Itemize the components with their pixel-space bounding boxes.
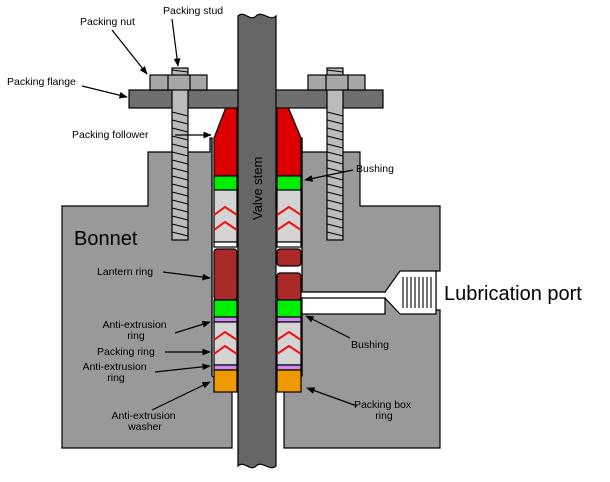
packing-stud-right bbox=[326, 67, 344, 241]
bushing-top-left bbox=[213, 175, 238, 191]
label-packing-ring: Packing ring bbox=[97, 346, 155, 358]
label-anti-extrusion-ring-1: Anti-extrusion ring bbox=[102, 319, 169, 342]
arrow-packing-box-ring bbox=[306, 387, 358, 407]
packing-box-ring-right bbox=[276, 369, 302, 393]
label-anti-extrusion-washer: Anti-extrusion washer bbox=[111, 410, 178, 433]
packing-stud-left bbox=[171, 67, 189, 241]
lantern-ring-right-bottom bbox=[276, 272, 302, 301]
arrow-packing-flange bbox=[81, 85, 128, 99]
arrow-anti-extrusion-ring-1 bbox=[174, 321, 211, 334]
bushing-top-right bbox=[276, 175, 302, 191]
packing-nut-left bbox=[149, 74, 208, 91]
label-bushing-top: Bushing bbox=[356, 163, 394, 175]
packing-stack-right bbox=[276, 101, 302, 393]
bushing-bottom-right bbox=[276, 299, 302, 318]
packing-box-ring-left bbox=[213, 369, 238, 393]
label-packing-follower: Packing follower bbox=[72, 129, 149, 141]
packing-follower-right bbox=[276, 101, 302, 177]
packing-follower-left bbox=[213, 101, 238, 177]
lubrication-port-fitting bbox=[300, 270, 437, 315]
label-packing-nut: Packing nut bbox=[80, 16, 135, 28]
packing-stack-left bbox=[213, 101, 238, 393]
bushing-bottom-left bbox=[213, 299, 238, 318]
packing-nut-right bbox=[307, 74, 366, 91]
label-lubrication-port: Lubrication port bbox=[444, 283, 582, 305]
label-valve-stem: Valve stem bbox=[250, 157, 265, 220]
bonnet-left-half bbox=[61, 137, 233, 449]
lantern-ring-left bbox=[213, 248, 238, 301]
arrow-anti-extrusion-washer bbox=[151, 381, 211, 411]
lantern-ring-right-top bbox=[276, 248, 302, 267]
label-packing-flange: Packing flange bbox=[7, 76, 76, 88]
arrow-bushing-top bbox=[304, 169, 354, 182]
label-packing-box-ring: Packing box ring bbox=[354, 399, 414, 422]
label-packing-stud: Packing stud bbox=[163, 5, 223, 17]
arrow-bushing-bottom bbox=[305, 315, 351, 339]
arrow-packing-nut bbox=[111, 29, 148, 75]
leader-arrows bbox=[81, 18, 358, 411]
arrow-packing-stud bbox=[171, 18, 181, 67]
label-bushing-bottom: Bushing bbox=[351, 339, 389, 351]
valve-stem bbox=[237, 13, 277, 469]
label-anti-extrusion-ring-2: Anti-extrusion ring bbox=[82, 361, 149, 384]
label-bonnet: Bonnet bbox=[74, 228, 138, 250]
arrow-lantern-ring bbox=[162, 271, 211, 281]
arrow-anti-extrusion-ring-2 bbox=[154, 363, 211, 373]
label-lantern-ring: Lantern ring bbox=[97, 266, 153, 278]
